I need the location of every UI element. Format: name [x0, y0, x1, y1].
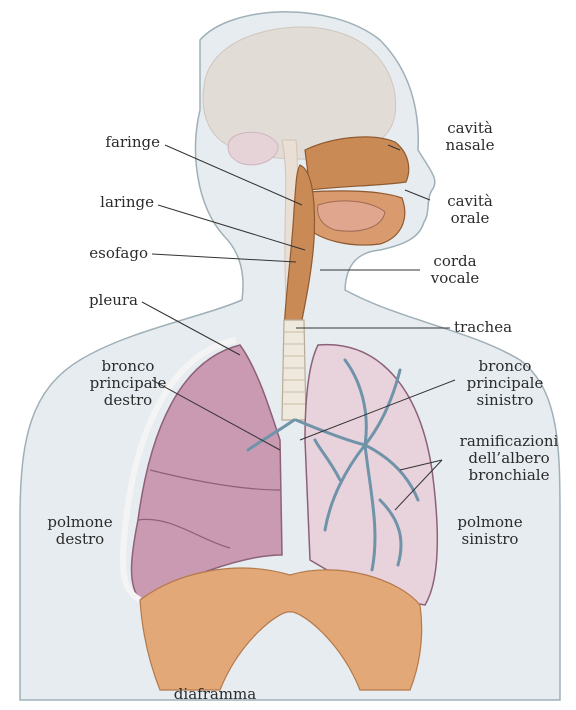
- label-pleura: pleura: [40, 292, 138, 309]
- label-laringe: laringe: [50, 194, 154, 211]
- nasal-cavity-shape: [305, 137, 409, 190]
- label-cavita-nasale: cavità nasale: [430, 120, 510, 154]
- label-esofago: esofago: [40, 245, 148, 262]
- label-cavita-orale: cavità orale: [430, 193, 510, 227]
- label-corda-vocale: corda vocale: [415, 253, 495, 287]
- label-faringe: faringe: [60, 134, 160, 151]
- label-trachea: trachea: [454, 319, 554, 336]
- label-polmone-destro: polmone destro: [30, 514, 130, 548]
- label-bronco-principale-sinistro: bronco principale sinistro: [450, 358, 560, 409]
- label-ramificazioni: ramificazioni dell’albero bronchiale: [446, 433, 572, 484]
- label-bronco-principale-destro: bronco principale destro: [78, 358, 178, 409]
- trachea-tube: [282, 320, 306, 420]
- label-polmone-sinistro: polmone sinistro: [440, 514, 540, 548]
- label-diaframma: diaframma: [160, 686, 270, 703]
